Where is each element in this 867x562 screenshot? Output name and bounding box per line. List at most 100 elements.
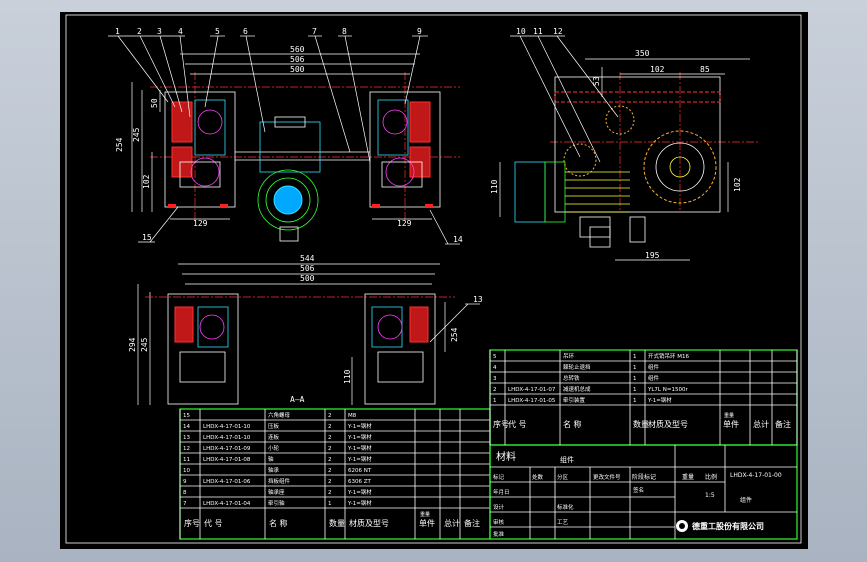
upper-parts-cell: 吊环: [563, 353, 575, 360]
balloon-8: 8: [342, 27, 347, 36]
parts-cell: 12: [183, 446, 190, 452]
dim-500: 500: [290, 65, 305, 74]
dim-129-right: 129: [397, 219, 412, 228]
parts-cell: 6206 NT: [348, 468, 372, 474]
upper-parts-cell: 总转铁: [563, 374, 580, 382]
sign-label: 批准: [493, 530, 505, 538]
parts-cell: 轴承座: [268, 488, 285, 496]
balloon-15: 15: [142, 233, 152, 242]
dim-85: 85: [700, 65, 710, 74]
sign-label: 处数: [532, 473, 544, 481]
sign-label: 标准化: [557, 503, 574, 511]
parts-header-cell: 名 称: [269, 518, 288, 528]
balloon-1: 1: [115, 27, 120, 36]
parts-cell: LHDX-4-17-01-10: [203, 435, 251, 441]
upper-parts-cell: 1: [633, 387, 637, 393]
balloon-14: 14: [453, 235, 463, 244]
balloon-13: 13: [473, 295, 483, 304]
sign-label: 更改文件号: [593, 473, 621, 481]
parts-cell: 2: [328, 424, 332, 430]
sign-label: 标记: [493, 473, 505, 481]
dim-254: 254: [115, 137, 124, 152]
sign-label: 设计: [493, 503, 505, 511]
front-view: 560 506 500 254 245 50 102 129 129: [108, 27, 463, 245]
upper-parts-cell: Y-1=钢材: [647, 396, 672, 404]
parts-header-cell: 材质及型号: [349, 518, 389, 528]
parts-cell: Y-1=钢材: [347, 422, 372, 430]
parts-cell: 2: [328, 479, 332, 485]
parts-cell: M8: [348, 413, 357, 419]
parts-cell: 15: [183, 413, 190, 419]
parts-cell: 轴: [268, 455, 274, 463]
dim-110-b: 110: [343, 369, 352, 384]
drawing-canvas[interactable]: 560 506 500 254 245 50 102 129 129: [60, 12, 808, 549]
parts-cell: LHDX-4-17-01-06: [203, 479, 251, 485]
side-view: 350 102 85 53 110 102 195: [490, 27, 760, 261]
parts-cell: 8: [183, 490, 187, 496]
upper-parts-cell: 1: [633, 398, 637, 404]
dim-254-b: 254: [450, 327, 459, 342]
balloon-5: 5: [215, 27, 220, 36]
parts-cell: 压板: [268, 422, 280, 430]
parts-cell: 挡板组件: [268, 477, 291, 485]
parts-cell: 六角螺母: [268, 411, 291, 419]
upper-parts-cell: 开式销吊环 M16: [648, 352, 689, 360]
parts-cell: 9: [183, 479, 187, 485]
upper-parts-cell: 组件: [648, 374, 660, 382]
parts-cell: Y-1=钢材: [347, 488, 372, 496]
dim-506: 506: [290, 55, 305, 64]
motor-fins: [565, 171, 630, 213]
sign-label: 工艺: [557, 519, 569, 526]
upper-header-cell: 序号: [493, 419, 509, 429]
parts-cell: 2: [328, 413, 332, 419]
dim-110-side: 110: [490, 179, 499, 194]
drawing-number: LHDX-4-17-01-00: [730, 472, 782, 479]
upper-parts-cell: 棘轮止退挡: [563, 363, 591, 371]
dim-500-b: 500: [300, 274, 315, 283]
parts-cell: 7: [183, 501, 187, 507]
parts-cell: LHDX-4-17-01-09: [203, 446, 251, 452]
material-value: 组件: [560, 455, 574, 464]
parts-header-cell: 备注: [464, 518, 480, 528]
upper-parts-cell: 4: [493, 365, 497, 371]
upper-parts-cell: YL7L N=1500r: [647, 387, 688, 393]
balloon-group-top: 1 2 3 4 5 6 7 8 9: [115, 27, 422, 36]
parts-cell: 11: [183, 457, 190, 463]
parts-cell: 2: [328, 435, 332, 441]
parts-cell: Y-1=钢材: [347, 433, 372, 441]
sign-label: 签名: [633, 486, 644, 494]
dim-50: 50: [150, 98, 159, 108]
parts-cell: 13: [183, 435, 190, 441]
sheet-border: [65, 14, 802, 544]
dim-245-b: 245: [140, 337, 149, 352]
balloon-2: 2: [137, 27, 142, 36]
parts-cell: 2: [328, 446, 332, 452]
upper-parts-cell: LHDX-4-17-01-07: [508, 387, 556, 393]
dim-102-top: 102: [650, 65, 665, 74]
assembly-label: 组件: [740, 496, 752, 504]
parts-cell: Y-1=钢材: [347, 455, 372, 463]
dim-560: 560: [290, 45, 305, 54]
parts-header-weight: 重量: [420, 511, 430, 518]
parts-cell: LHDX-4-17-01-08: [203, 457, 251, 463]
sign-label: 审核: [493, 518, 505, 526]
parts-cell: 14: [183, 424, 190, 430]
ratio-label: 比例: [705, 473, 717, 481]
parts-cell: LHDX-4-17-01-10: [203, 424, 251, 430]
dim-350: 350: [635, 49, 650, 58]
balloon-10: 10: [516, 27, 526, 36]
upper-parts-cell: 2: [493, 387, 497, 393]
dim-294: 294: [128, 337, 137, 352]
parts-header-cell: 总计: [444, 518, 460, 528]
upper-parts-cell: 1: [633, 365, 637, 371]
dim-506-b: 506: [300, 264, 315, 273]
upper-header-cell: 单件: [723, 419, 739, 429]
parts-cell: 小轮: [268, 444, 280, 452]
parts-cell: 轴承: [268, 466, 280, 474]
upper-header-weight: 重量: [724, 412, 734, 419]
balloon-4: 4: [178, 27, 183, 36]
parts-cell: 2: [328, 490, 332, 496]
dim-195: 195: [645, 251, 660, 260]
upper-parts-cell: 减速机总成: [563, 385, 591, 393]
